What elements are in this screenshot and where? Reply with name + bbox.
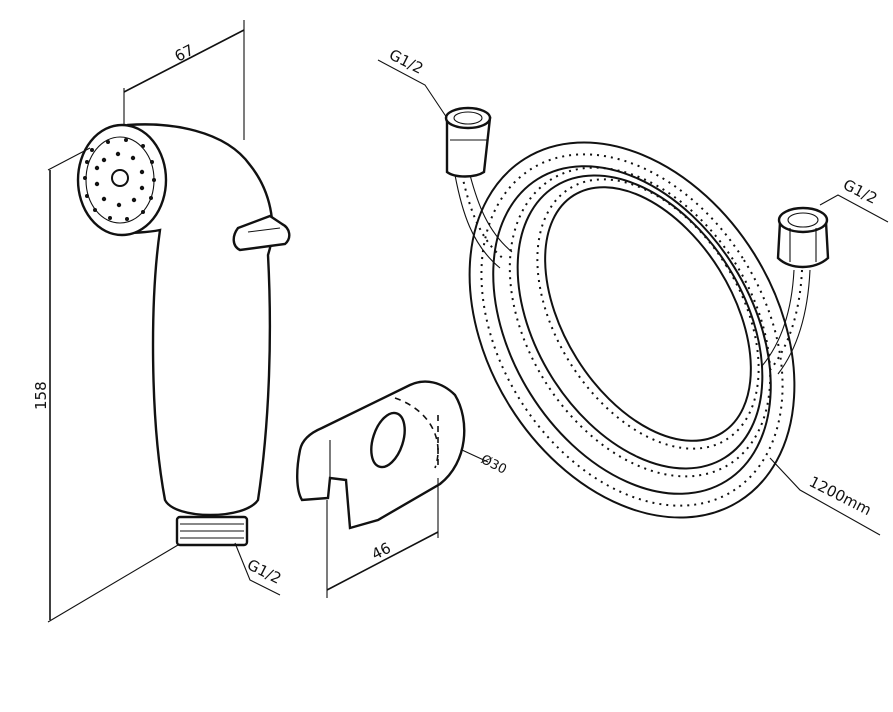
dim-holder-width: 46 [369,539,394,564]
dimension-d30: Ø30 [461,449,509,478]
sprayer-trigger [232,214,291,252]
hose-length-label: 1200mm [769,457,881,536]
dim-sprayer-width: 67 [172,41,197,66]
dimension-158: 158 [32,147,179,623]
dimension-67: 67 [123,20,245,140]
dim-hose-thread-right: G1/2 [840,176,880,208]
hose-thread-top-label: G1/2 [377,46,448,119]
nozzle-holes [83,138,156,221]
sprayer-handle [113,123,274,517]
sprayer-thread-label: G1/2 [234,542,284,596]
hose-thread-right-label: G1/2 [819,176,889,223]
hose-connector-top [444,106,492,178]
hose-lead-top [461,174,506,261]
dim-hose-thread-top: G1/2 [386,46,426,78]
flexible-hose: G1/2 G1/2 1200mm [377,46,889,536]
dim-sprayer-height: 158 [32,381,50,410]
hose-connector-right [776,206,830,269]
wall-holder: 46 Ø30 [296,380,509,598]
hand-sprayer: 67 158 G1/2 [32,20,291,623]
hose-coil-outer [480,153,784,507]
holder-slot [370,411,406,469]
hose-lead-right [769,269,803,371]
dim-sprayer-thread: G1/2 [244,556,284,588]
dim-holder-diameter: Ø30 [478,452,509,478]
